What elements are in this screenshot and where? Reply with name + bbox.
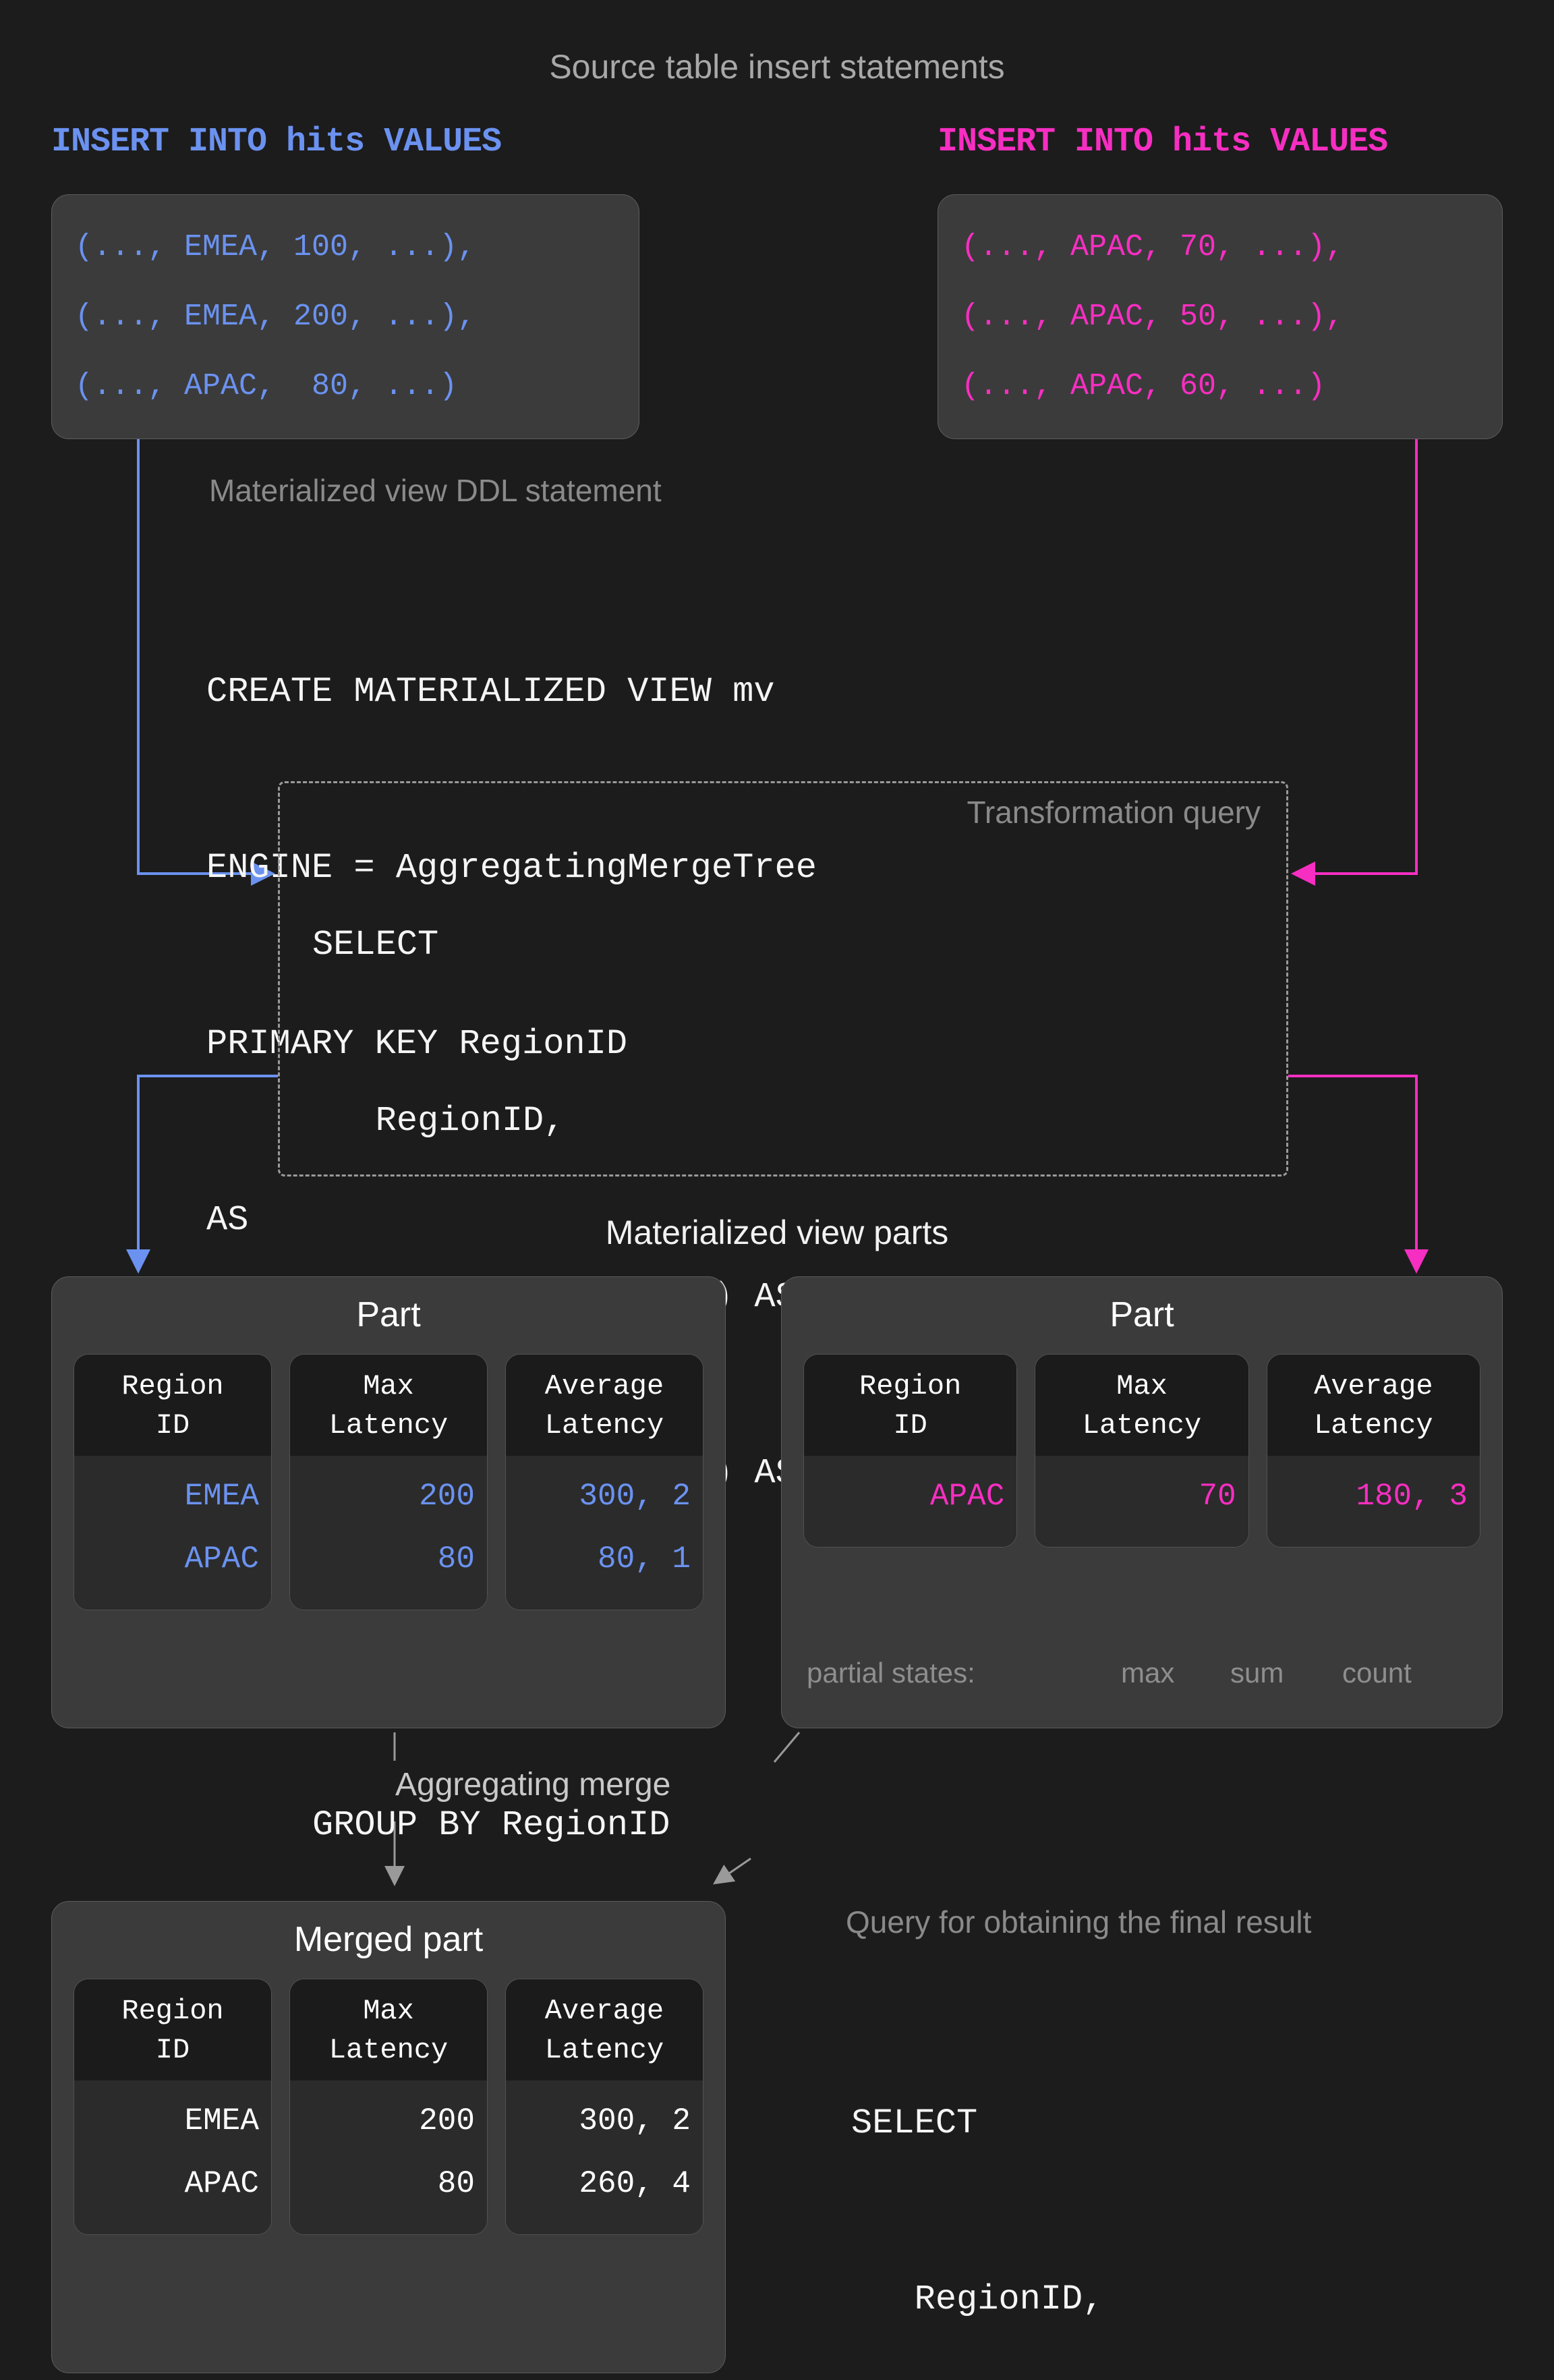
- column-body: 70: [1035, 1456, 1248, 1547]
- column-header: Max Latency: [290, 1355, 487, 1456]
- cell: 200: [419, 1479, 475, 1514]
- column-max-latency: Max Latency 200 80: [289, 1979, 488, 2235]
- cell: APAC: [184, 2166, 259, 2201]
- column-body: 300, 2 80, 1: [506, 1456, 703, 1610]
- final-query-line: SELECT: [851, 2103, 978, 2143]
- insert-values-right: (..., APAC, 70, ...), (..., APAC, 50, ..…: [938, 194, 1503, 439]
- column-header: Region ID: [804, 1355, 1017, 1456]
- page-title-source: Source table insert statements: [549, 48, 1005, 86]
- column-body: 180, 3: [1267, 1456, 1480, 1547]
- cell: 180, 3: [1356, 1479, 1468, 1514]
- final-query-label: Query for obtaining the final result: [846, 1904, 1312, 1939]
- cell: APAC: [929, 1479, 1005, 1514]
- column-header: Average Latency: [1267, 1355, 1480, 1456]
- cell: 80: [437, 2166, 475, 2201]
- ddl-line: ENGINE = AggregatingMergeTree: [206, 848, 817, 888]
- column-region-id: Region ID APAC: [803, 1354, 1018, 1548]
- section-title-mv-parts: Materialized view parts: [605, 1214, 949, 1251]
- insert-row: (..., APAC, 70, ...),: [961, 230, 1344, 264]
- part-columns: Region ID EMEA APAC Max Latency 200 80 A…: [52, 1335, 725, 1610]
- column-header: Average Latency: [506, 1979, 703, 2080]
- insert-values-left: (..., EMEA, 100, ...), (..., EMEA, 200, …: [51, 194, 639, 439]
- insert-row: (..., APAC, 50, ...),: [961, 300, 1344, 334]
- part-title: Part: [1110, 1295, 1174, 1334]
- final-query-line: RegionID,: [851, 2279, 1104, 2319]
- column-header: Max Latency: [1035, 1355, 1248, 1456]
- column-average-latency: Average Latency 300, 2 80, 1: [505, 1354, 703, 1610]
- cell: 80, 1: [597, 1541, 691, 1577]
- column-header: Region ID: [74, 1355, 271, 1456]
- column-header: Max Latency: [290, 1979, 487, 2080]
- query-line: GROUP BY RegionID: [312, 1805, 670, 1845]
- partial-state-count: count: [1342, 1657, 1412, 1689]
- insert-row: (..., APAC, 80, ...): [75, 369, 458, 403]
- mv-part-left: Part Region ID EMEA APAC Max Latency 200…: [51, 1276, 726, 1728]
- column-region-id: Region ID EMEA APAC: [74, 1354, 272, 1610]
- ddl-label: Materialized view DDL statement: [209, 473, 662, 508]
- part-columns: Region ID APAC Max Latency 70 Average La…: [782, 1335, 1502, 1548]
- merged-part: Merged part Region ID EMEA APAC Max Late…: [51, 1901, 726, 2373]
- insert-header-right: INSERT INTO hits VALUES: [938, 123, 1388, 161]
- ddl-line: CREATE MATERIALIZED VIEW mv: [206, 672, 775, 712]
- cell: 300, 2: [579, 2103, 691, 2138]
- partial-state-max: max: [1121, 1657, 1175, 1689]
- cell: 70: [1199, 1479, 1236, 1514]
- insert-row: (..., EMEA, 100, ...),: [75, 230, 476, 264]
- cell: EMEA: [184, 2103, 259, 2138]
- part-title: Part: [356, 1295, 421, 1334]
- transformation-query-box: Transformation query SELECT RegionID, ma…: [278, 781, 1288, 1845]
- column-max-latency: Max Latency 70: [1035, 1354, 1249, 1548]
- cell: 300, 2: [579, 1479, 691, 1514]
- column-average-latency: Average Latency 300, 2 260, 4: [505, 1979, 703, 2235]
- partial-states-label: partial states:: [807, 1657, 975, 1689]
- column-body: 200 80: [290, 1456, 487, 1610]
- column-body: APAC: [804, 1456, 1017, 1547]
- cell: 80: [437, 1541, 475, 1577]
- cell: 260, 4: [579, 2166, 691, 2201]
- partial-state-sum: sum: [1230, 1657, 1284, 1689]
- column-body: EMEA APAC: [74, 2080, 271, 2234]
- ddl-code-block: CREATE MATERIALIZED VIEW mv ENGINE = Agg…: [206, 545, 817, 1367]
- cell: APAC: [184, 1541, 259, 1577]
- transformation-query-label: Transformation query: [967, 795, 1261, 830]
- column-header: Average Latency: [506, 1355, 703, 1456]
- column-body: 300, 2 260, 4: [506, 2080, 703, 2234]
- insert-header-left: INSERT INTO hits VALUES: [51, 123, 502, 161]
- column-body: EMEA APAC: [74, 1456, 271, 1610]
- ddl-line: AS: [206, 1200, 249, 1240]
- wire-insert-right-to-query: [1291, 420, 1418, 886]
- column-body: 200 80: [290, 2080, 487, 2234]
- insert-row: (..., APAC, 60, ...): [961, 369, 1326, 403]
- mv-part-right: Part Region ID APAC Max Latency 70 Avera…: [781, 1276, 1503, 1728]
- query-line: SELECT: [312, 925, 439, 965]
- insert-row: (..., EMEA, 200, ...),: [75, 300, 476, 334]
- column-average-latency: Average Latency 180, 3: [1266, 1354, 1480, 1548]
- aggregating-merge-label: Aggregating merge: [395, 1767, 671, 1803]
- part-title: Merged part: [293, 1920, 484, 1959]
- ddl-line: PRIMARY KEY RegionID: [206, 1024, 628, 1064]
- column-max-latency: Max Latency 200 80: [289, 1354, 488, 1610]
- column-header: Region ID: [74, 1979, 271, 2080]
- part-columns: Region ID EMEA APAC Max Latency 200 80 A…: [52, 1960, 725, 2235]
- cell: 200: [419, 2103, 475, 2138]
- query-line: RegionID,: [312, 1101, 565, 1141]
- column-region-id: Region ID EMEA APAC: [74, 1979, 272, 2235]
- cell: EMEA: [184, 1479, 259, 1514]
